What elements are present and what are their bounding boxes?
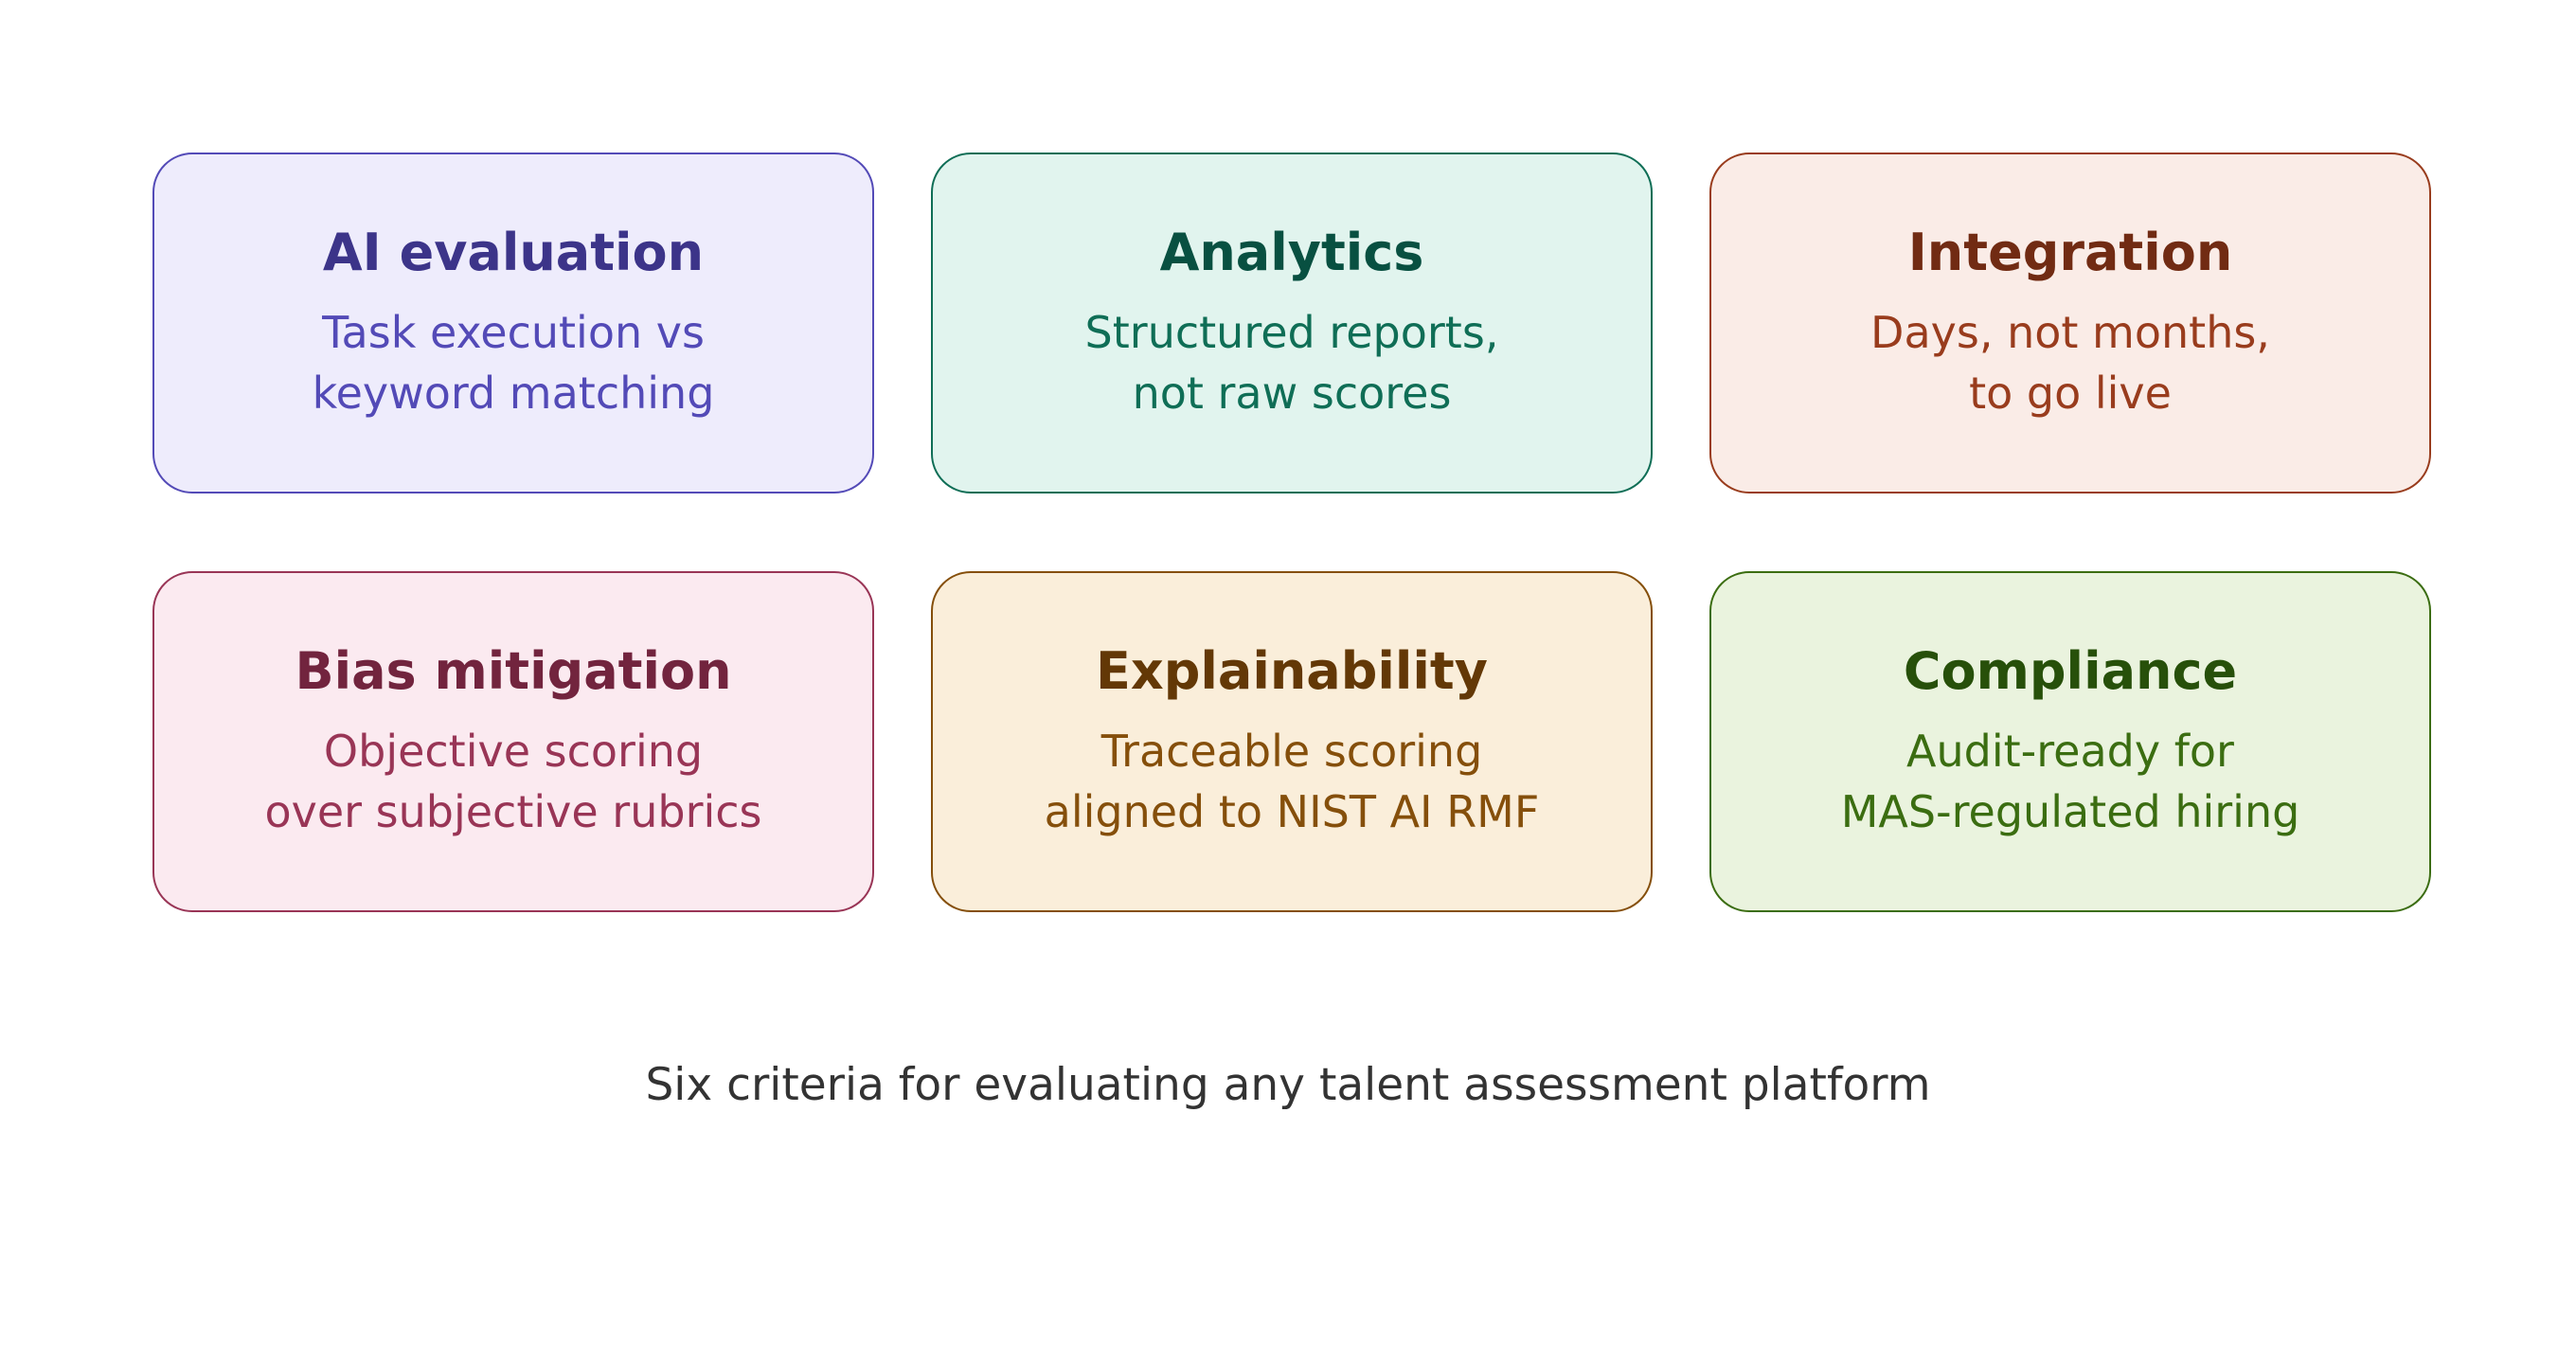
- card-description-line: Structured reports,: [1084, 307, 1499, 359]
- card-ai-evaluation: AI evaluation Task execution vs keyword …: [152, 153, 874, 494]
- card-integration: Integration Days, not months, to go live: [1709, 153, 2431, 494]
- card-title: Integration: [1907, 222, 2233, 282]
- card-description-line: to go live: [1969, 368, 2172, 420]
- card-description-line: Audit-ready for: [1906, 726, 2234, 778]
- card-title: Compliance: [1903, 640, 2238, 701]
- card-description-line: not raw scores: [1132, 368, 1452, 420]
- card-description-line: Task execution vs: [322, 307, 705, 359]
- card-title: Bias mitigation: [295, 640, 732, 701]
- card-description-line: Days, not months,: [1870, 307, 2270, 359]
- card-description-line: Traceable scoring: [1100, 726, 1483, 778]
- card-description-line: keyword matching: [312, 368, 715, 420]
- card-analytics: Analytics Structured reports, not raw sc…: [931, 153, 1653, 494]
- card-description-line: Objective scoring: [323, 726, 704, 778]
- card-compliance: Compliance Audit-ready for MAS-regulated…: [1709, 571, 2431, 912]
- card-title: Analytics: [1159, 222, 1424, 282]
- diagram-caption: Six criteria for evaluating any talent a…: [645, 1059, 1931, 1111]
- card-description-line: MAS-regulated hiring: [1840, 786, 2300, 838]
- card-description-line: over subjective rubrics: [264, 786, 762, 838]
- card-explainability: Explainability Traceable scoring aligned…: [931, 571, 1653, 912]
- card-title: AI evaluation: [322, 222, 705, 282]
- card-description-line: aligned to NIST AI RMF: [1044, 786, 1540, 838]
- card-bias-mitigation: Bias mitigation Objective scoring over s…: [152, 571, 874, 912]
- card-title: Explainability: [1096, 640, 1488, 701]
